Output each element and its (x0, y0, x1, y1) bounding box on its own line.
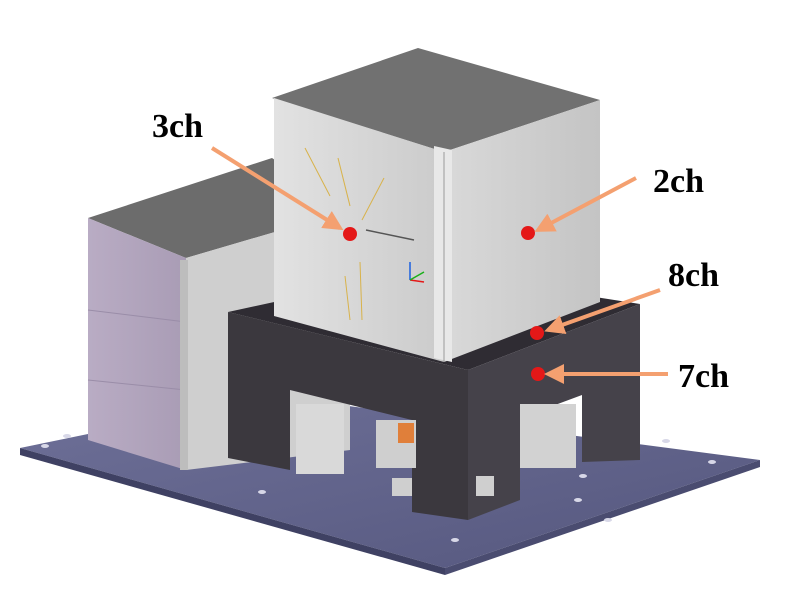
marker-7ch (531, 367, 545, 381)
label-3ch: 3ch (152, 108, 203, 145)
arrow-3ch (210, 146, 344, 231)
marker-2ch (521, 226, 535, 240)
main-cube (272, 48, 600, 362)
label-7ch: 7ch (678, 358, 729, 395)
marker-8ch (530, 326, 544, 340)
arrow-8ch (544, 288, 661, 335)
arrows (210, 146, 668, 384)
markers (343, 226, 545, 381)
marker-3ch (343, 227, 357, 241)
label-8ch: 8ch (668, 257, 719, 294)
arrow-2ch (534, 176, 637, 232)
label-2ch: 2ch (653, 163, 704, 200)
